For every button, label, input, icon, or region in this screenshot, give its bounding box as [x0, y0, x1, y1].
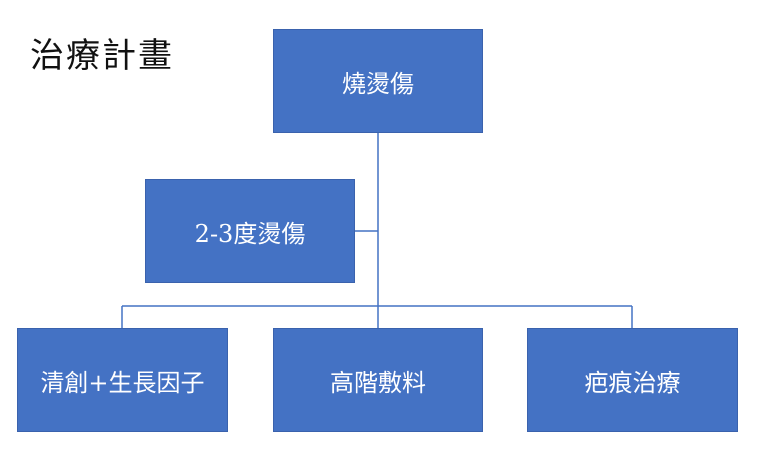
diagram-title: 治療計畫: [30, 36, 174, 76]
root-node-label: 燒燙傷: [342, 69, 414, 98]
root-node: 燒燙傷: [273, 29, 483, 133]
assistant-node-label: 2-3度燙傷: [194, 219, 306, 248]
child-node-2-label: 高階敷料: [330, 368, 426, 397]
child-node-3-label: 疤痕治療: [584, 368, 681, 397]
child-node-1-label: 清創+生長因子: [40, 368, 205, 397]
assistant-node: 2-3度燙傷: [145, 179, 355, 283]
child-node-3: 疤痕治療: [527, 328, 738, 432]
child-node-1: 清創+生長因子: [17, 328, 228, 432]
child-node-2: 高階敷料: [273, 328, 483, 432]
